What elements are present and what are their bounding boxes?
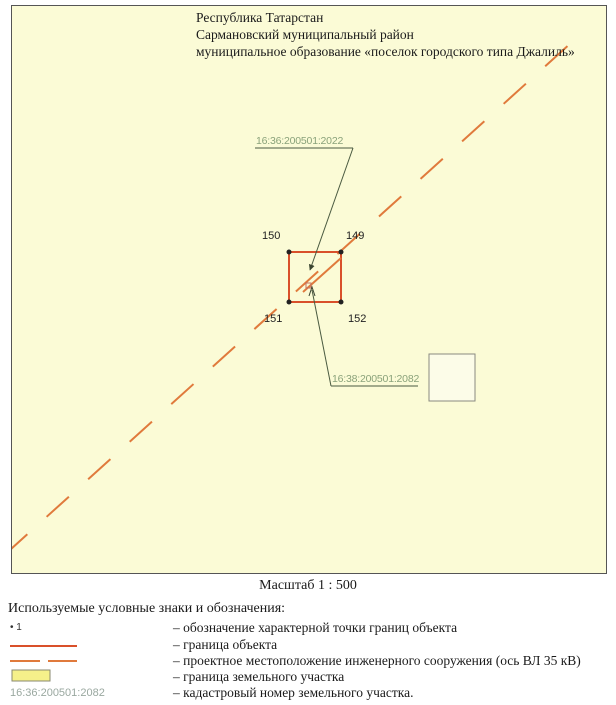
- point-label-149: 149: [346, 230, 365, 242]
- legend-item-engineering-line: – проектное местоположение инженерного с…: [0, 653, 616, 669]
- legend-description: – граница объекта: [173, 637, 278, 652]
- pylon-marker: [305, 282, 312, 289]
- engineering-segment-in-object: [302, 257, 342, 293]
- leader-line-2082: [308, 285, 418, 387]
- cadastral-label-2082[interactable]: 16:38:200501:2082: [332, 373, 420, 385]
- boundary-point-151[interactable]: [286, 299, 292, 305]
- legend-item-parcel-boundary: – граница земельного участка: [0, 669, 616, 685]
- scale-text: Масштаб 1 : 500: [259, 578, 357, 593]
- cadastral-label-2022[interactable]: 16:36:200501:2022: [256, 135, 344, 147]
- leader-line-2022: [255, 147, 354, 271]
- boundary-point-149[interactable]: [338, 249, 344, 255]
- header-district: Сармановский муниципальный район: [196, 27, 414, 42]
- object-boundary: [286, 249, 344, 305]
- point-label-152: 152: [348, 313, 367, 325]
- legend-cadastral-symbol: 16:36:200501:2082: [10, 687, 105, 699]
- map-header: Республика Татарстан Сармановский муници…: [196, 9, 575, 60]
- legend-description: – обозначение характерной точки границ о…: [173, 620, 458, 635]
- header-region: Республика Татарстан: [196, 10, 324, 25]
- legend-point-symbol: • 1: [10, 622, 22, 633]
- legend-item-point: • 1 – обозначение характерной точки гран…: [0, 620, 616, 636]
- legend-title: Используемые условные знаки и обозначени…: [8, 601, 286, 616]
- legend-item-object-boundary: – граница объекта: [0, 637, 616, 653]
- engineering-line-dashed: [12, 32, 583, 550]
- point-label-151: 151: [264, 313, 283, 325]
- land-parcel-boundary[interactable]: [428, 353, 476, 402]
- point-label-150: 150: [262, 230, 281, 242]
- boundary-point-152[interactable]: [338, 299, 344, 305]
- header-municipality: муниципальное образование «поселок город…: [196, 44, 575, 59]
- legend-description: – проектное местоположение инженерного с…: [173, 653, 581, 668]
- boundary-point-150[interactable]: [286, 249, 292, 255]
- legend-description: – граница земельного участка: [173, 669, 345, 684]
- legend-parcel-swatch: [11, 669, 51, 682]
- legend-item-cadastral-number: 16:36:200501:2082 – кадастровый номер зе…: [0, 685, 616, 701]
- legend-description: – кадастровый номер земельного участка.: [173, 685, 414, 700]
